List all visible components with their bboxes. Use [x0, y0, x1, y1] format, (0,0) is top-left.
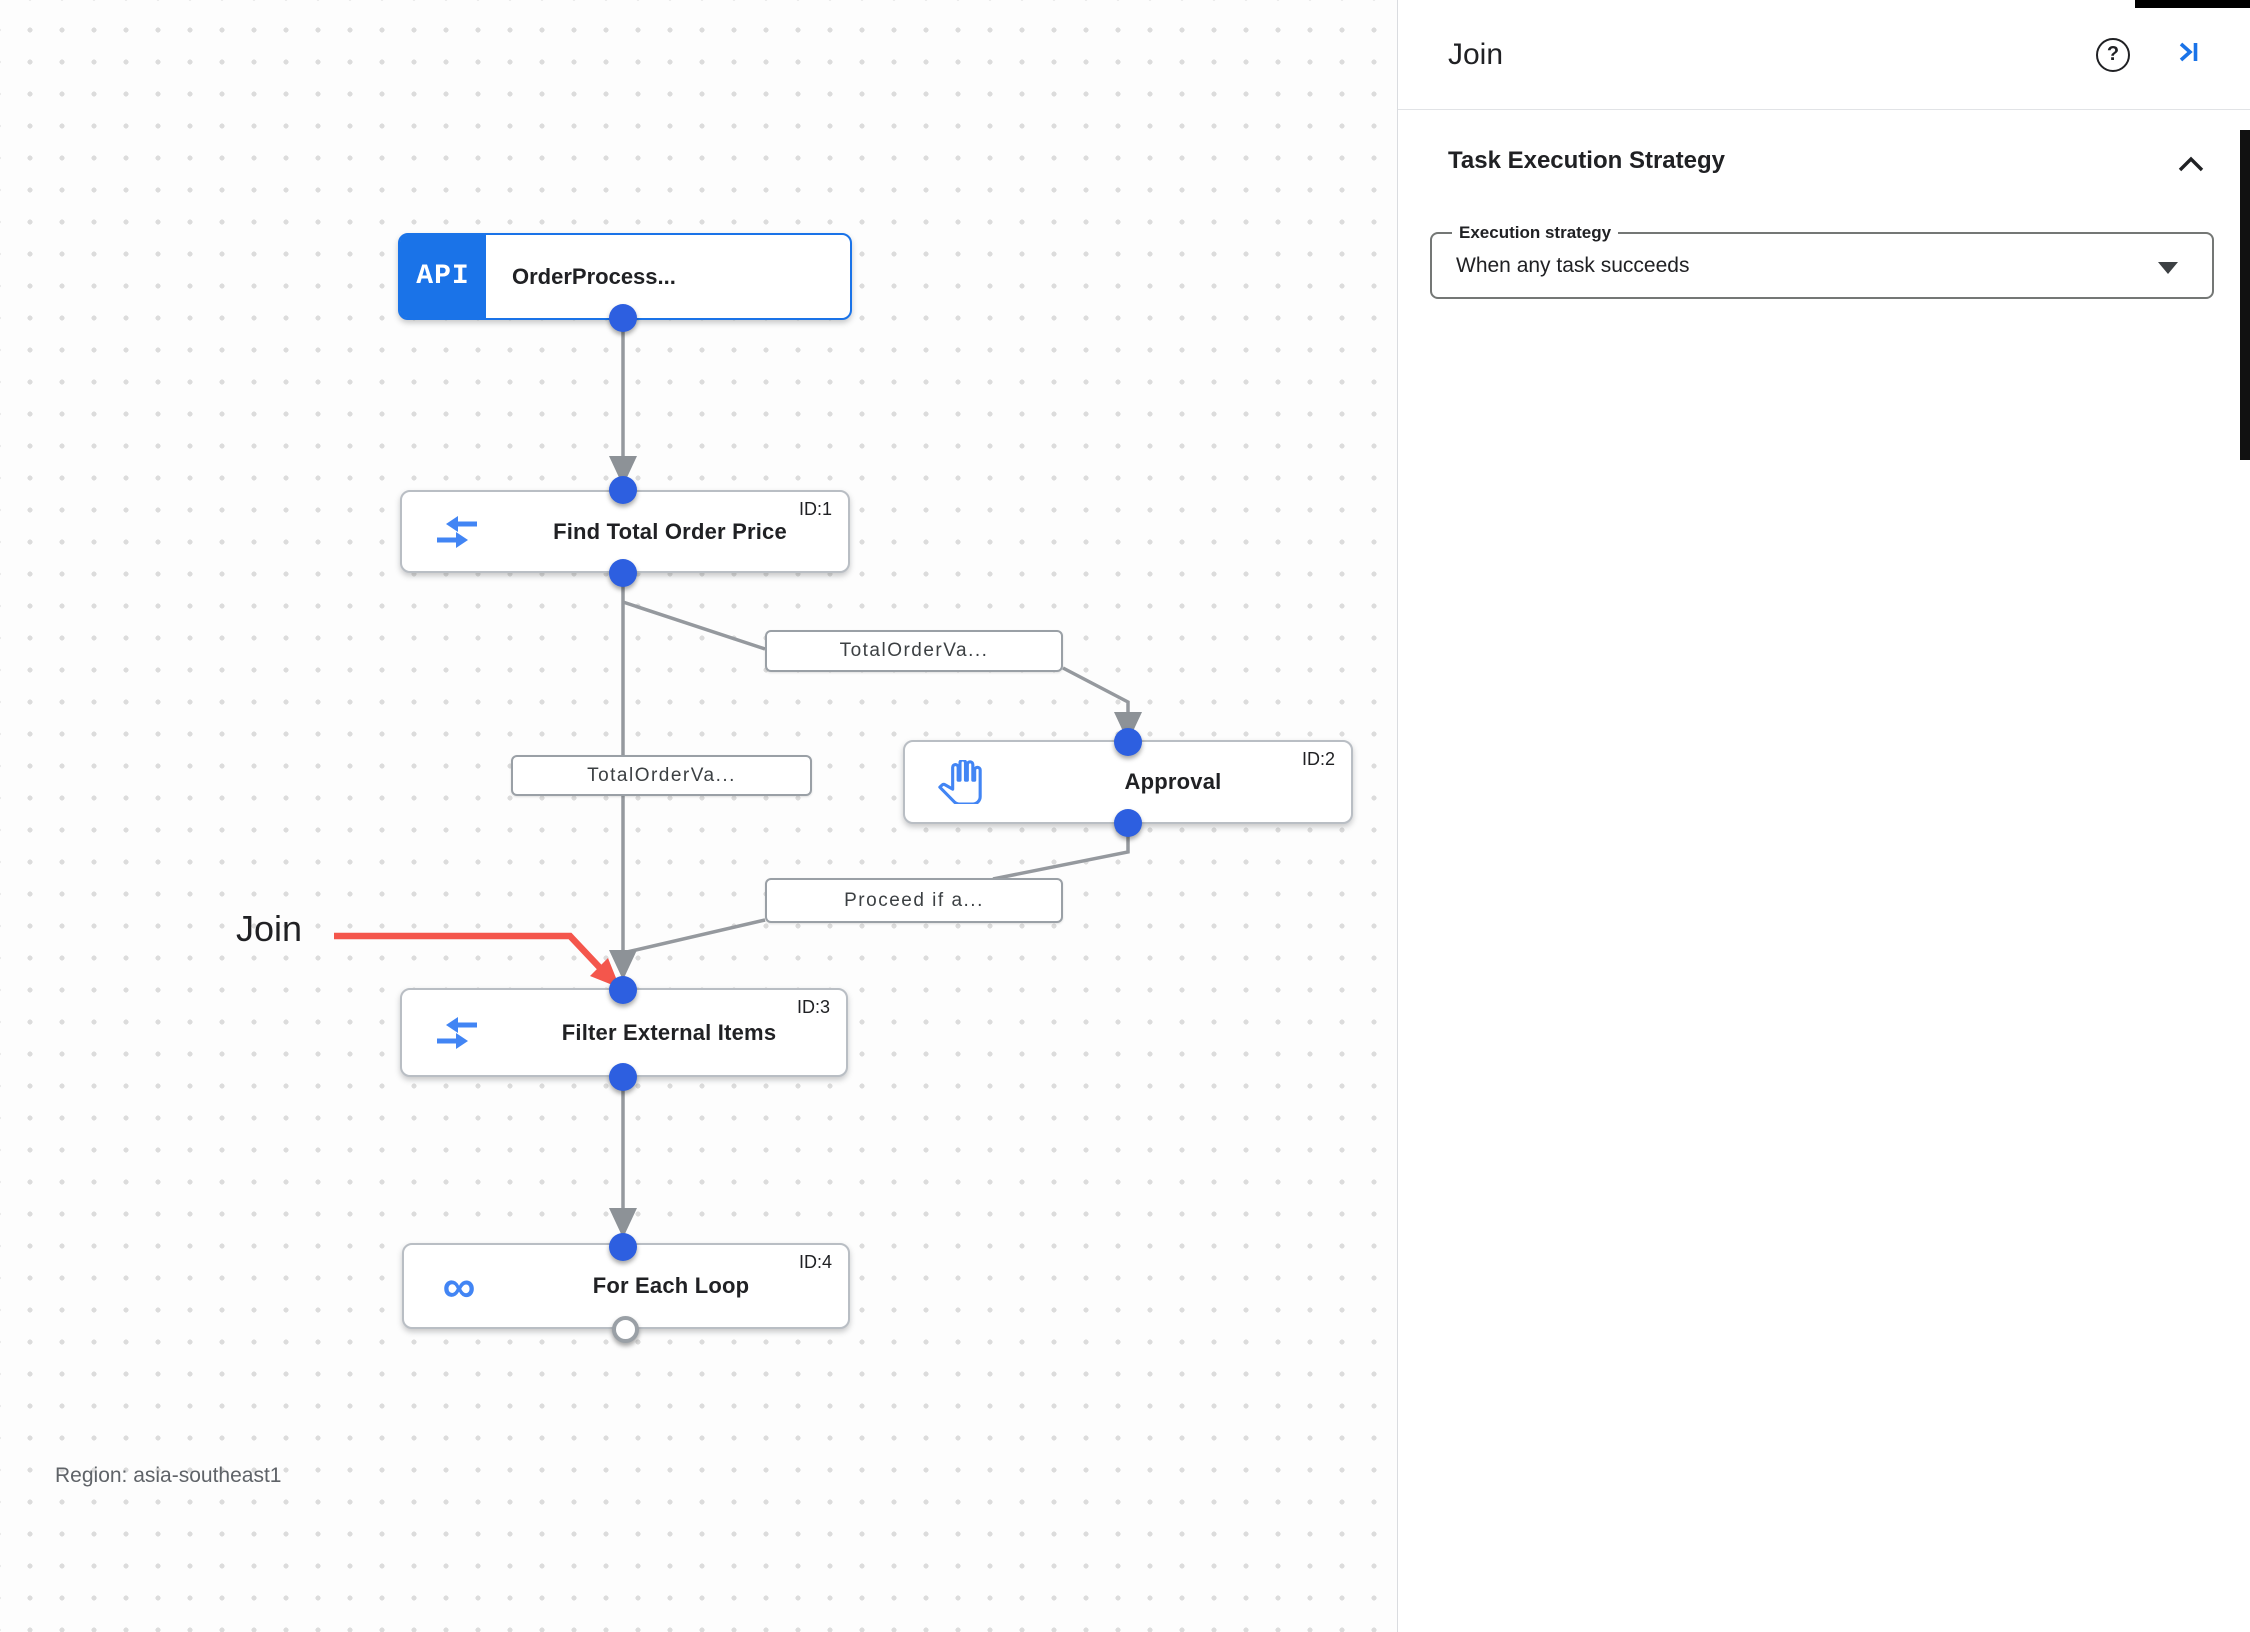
config-panel: Join ? Task Execution Strategy Execution…	[1397, 0, 2250, 1632]
node-title: For Each Loop	[592, 1273, 750, 1298]
help-icon[interactable]: ?	[2096, 37, 2130, 72]
for-each-loop-icon: ∞	[442, 1260, 476, 1312]
panel-title: Join	[1448, 37, 1504, 71]
connection-dot[interactable]	[609, 559, 637, 587]
node-title: Filter External Items	[561, 1019, 777, 1045]
edge-label[interactable]: TotalOrderVa...	[765, 630, 1063, 672]
chevron-up-icon[interactable]	[2176, 152, 2206, 178]
edge-label[interactable]: Proceed if a...	[765, 878, 1063, 923]
node-id-badge: ID:4	[798, 1252, 832, 1272]
node-id-badge: ID:1	[798, 499, 832, 519]
approval-hand-icon	[935, 760, 985, 804]
edge-label[interactable]: TotalOrderVa...	[511, 755, 812, 796]
connection-dot[interactable]	[609, 1233, 637, 1261]
node-title: Approval	[1124, 769, 1222, 794]
arrowhead-icon	[609, 950, 637, 980]
connection-dot[interactable]	[609, 304, 637, 332]
annotation-arrow	[334, 932, 620, 988]
workflow-canvas[interactable]: API OrderProcess... Find Total Order Pri…	[0, 0, 1397, 1632]
api-trigger-icon: API	[400, 235, 486, 318]
node-title: Find Total Order Price	[553, 518, 787, 544]
arrowhead-icon	[609, 1208, 637, 1238]
panel-header: Join ?	[1398, 0, 2250, 110]
edge-branch-to-label	[622, 600, 766, 651]
collapse-panel-icon[interactable]	[2172, 36, 2204, 73]
node-id-badge: ID:2	[1301, 749, 1335, 769]
execution-strategy-select[interactable]: Execution strategy When any task succeed…	[1430, 223, 2214, 299]
section-heading: Task Execution Strategy	[1448, 147, 1725, 174]
annotation-label: Join	[236, 908, 303, 949]
edge-approval-to-label	[992, 823, 1130, 881]
edge-arrowheads	[609, 456, 1142, 1238]
window-edge-bar	[2135, 0, 2250, 8]
execution-strategy-value: When any task succeeds	[1456, 253, 1690, 277]
connection-dot[interactable]	[609, 476, 637, 504]
connection-dot[interactable]	[1114, 809, 1142, 837]
edge-label-to-approval	[1062, 666, 1130, 712]
execution-strategy-label: Execution strategy	[1452, 223, 1619, 243]
connection-dot[interactable]	[1114, 728, 1142, 756]
connection-dot-open[interactable]	[612, 1316, 639, 1343]
node-title: OrderProcess...	[512, 263, 676, 289]
arrowhead-icon	[1114, 712, 1142, 742]
connection-dot-join[interactable]	[609, 976, 637, 1004]
region-label: Region: asia-southeast1	[55, 1464, 282, 1487]
dropdown-arrow-icon	[2158, 261, 2178, 274]
scrollbar-thumb[interactable]	[2240, 130, 2250, 460]
data-mapping-icon	[432, 510, 482, 554]
node-id-badge: ID:3	[796, 997, 830, 1017]
connection-dot[interactable]	[609, 1063, 637, 1091]
data-mapping-icon	[432, 1011, 482, 1055]
edge-label-to-join	[626, 918, 766, 954]
arrowhead-icon	[609, 456, 637, 486]
